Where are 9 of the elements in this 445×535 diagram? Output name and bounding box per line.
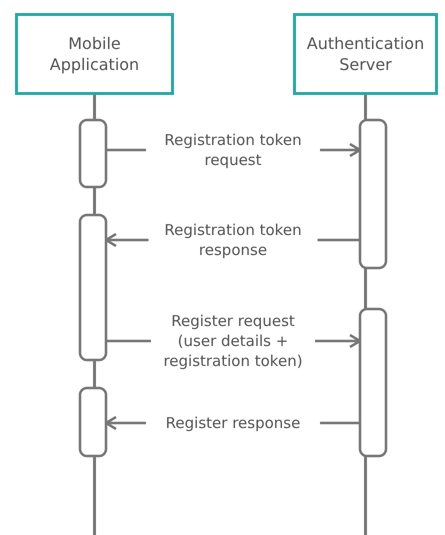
participant-name: Mobile Application — [48, 33, 140, 75]
activation-bar — [78, 118, 108, 188]
participant-box — [293, 13, 438, 95]
activation-bar — [78, 214, 108, 362]
activation-bar — [358, 308, 388, 458]
participant-name: Authentication Server — [306, 33, 426, 75]
activation-bar — [358, 118, 388, 270]
activation-bar — [78, 386, 108, 458]
participant-box — [15, 13, 174, 95]
